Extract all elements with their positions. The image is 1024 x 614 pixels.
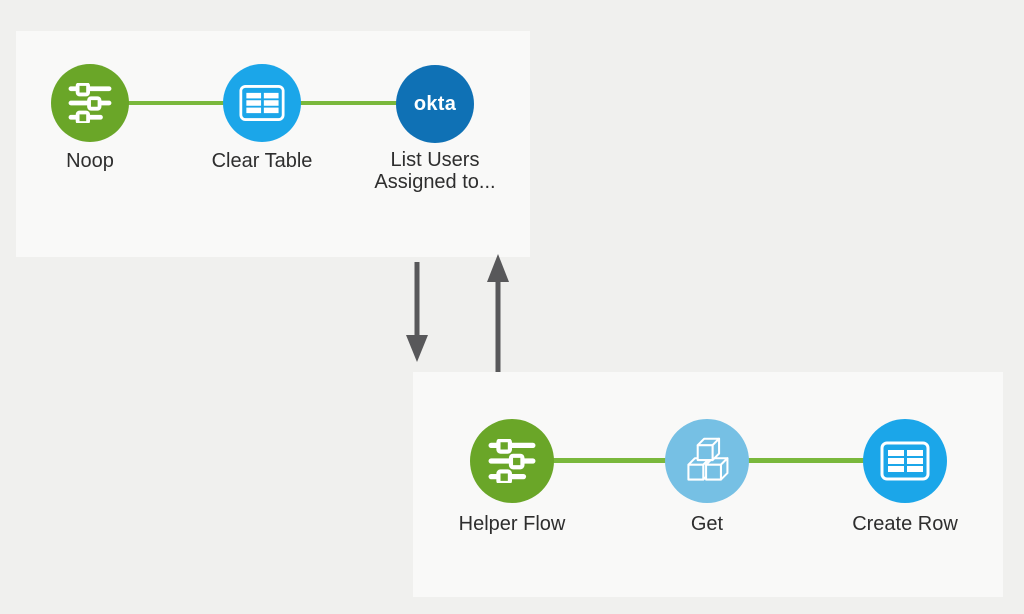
node-label-clear-table: Clear Table xyxy=(211,150,313,172)
node-label-helper-flow: Helper Flow xyxy=(458,513,566,535)
arrow-up-icon xyxy=(487,254,509,372)
node-label-list-users: List Users Assigned to... xyxy=(374,149,495,193)
node-create-row[interactable] xyxy=(863,419,947,503)
node-label-line1: List Users xyxy=(390,149,480,171)
sliders-icon xyxy=(488,439,536,483)
table-icon xyxy=(880,441,930,481)
node-clear-table[interactable] xyxy=(223,64,301,142)
arrow-down-icon xyxy=(406,262,428,362)
sliders-icon xyxy=(68,83,112,123)
node-label-create-row: Create Row xyxy=(852,513,958,535)
node-label-get: Get xyxy=(690,513,724,535)
cubes-icon xyxy=(681,436,733,486)
node-label-noop: Noop xyxy=(66,150,114,172)
node-noop[interactable] xyxy=(51,64,129,142)
node-label-line2: Assigned to... xyxy=(374,171,496,193)
node-list-users-assigned[interactable]: okta xyxy=(396,65,474,143)
table-icon xyxy=(239,84,285,122)
node-get[interactable] xyxy=(665,419,749,503)
node-helper-flow[interactable] xyxy=(470,419,554,503)
okta-logo: okta xyxy=(413,92,457,115)
